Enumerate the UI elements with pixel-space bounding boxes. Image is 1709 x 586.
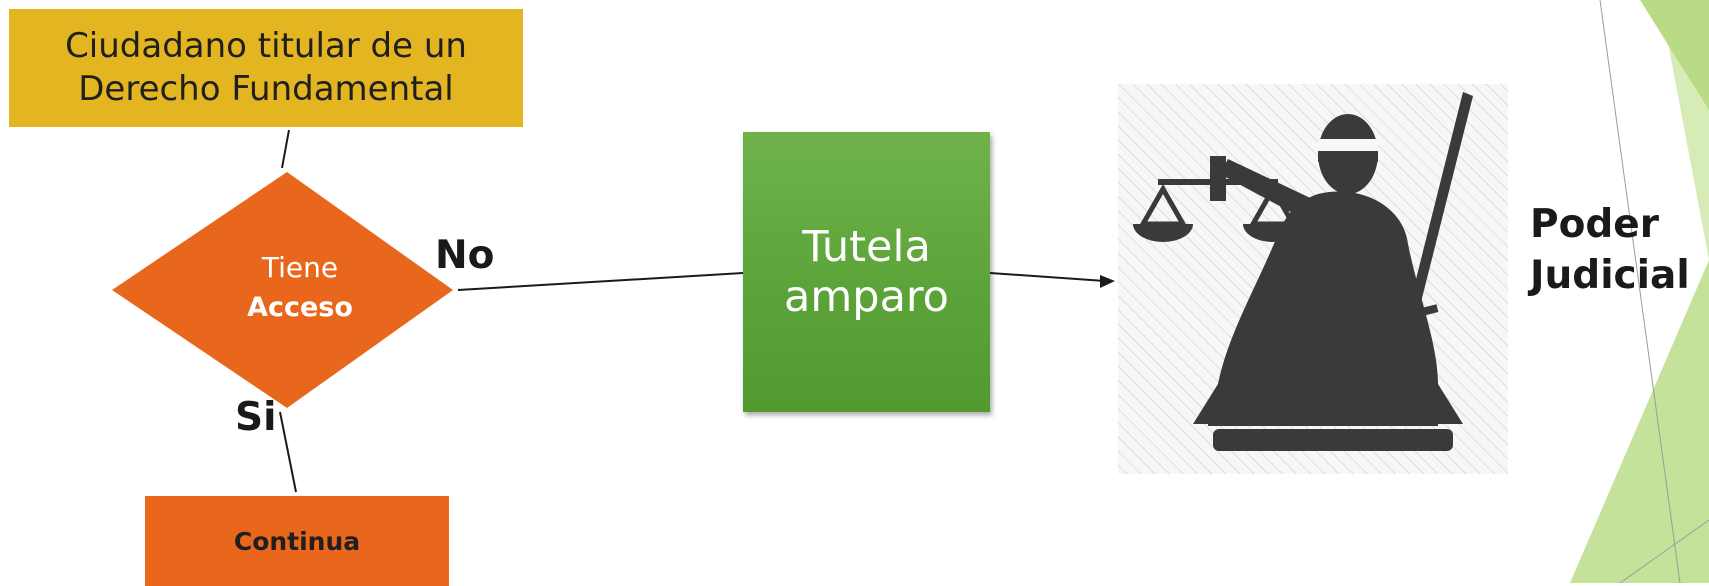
poder-judicial-label: Poder Judicial — [1530, 199, 1690, 301]
continua-box: Continua — [145, 496, 449, 586]
connector-citizen-to-decision — [281, 129, 290, 169]
connector-decision-to-continua — [279, 411, 297, 493]
decor-line-2 — [1619, 519, 1709, 583]
arrowhead-icon — [1100, 275, 1115, 288]
tutela-amparo-box: Tutela amparo — [743, 132, 990, 412]
decision-text: Tiene Acceso — [200, 248, 400, 328]
connector-decision-to-tutela — [457, 272, 744, 291]
decision-diamond — [112, 172, 453, 408]
decision-text-line1: Tiene — [261, 251, 339, 284]
decor-triangle-corner — [1640, 0, 1709, 110]
label-no: No — [435, 233, 495, 278]
continua-box-label: Continua — [233, 526, 361, 556]
citizen-box: Ciudadano titular de un Derecho Fundamen… — [9, 9, 523, 127]
tutela-box-line1: Tutela — [802, 222, 931, 272]
lady-justice-statue-icon — [1118, 84, 1508, 474]
citizen-box-line1: Ciudadano titular de un — [65, 26, 467, 66]
decor-triangle-bottom — [1570, 260, 1709, 583]
decor-line-1 — [1599, 0, 1681, 583]
poder-label-line1: Poder — [1530, 202, 1659, 247]
poder-label-line2: Judicial — [1530, 253, 1690, 298]
citizen-box-line2: Derecho Fundamental — [78, 69, 454, 109]
label-si: Si — [235, 395, 277, 440]
decision-text-line2: Acceso — [247, 292, 353, 323]
tutela-box-line2: amparo — [784, 272, 949, 322]
connector-tutela-to-judicial — [989, 272, 1106, 282]
